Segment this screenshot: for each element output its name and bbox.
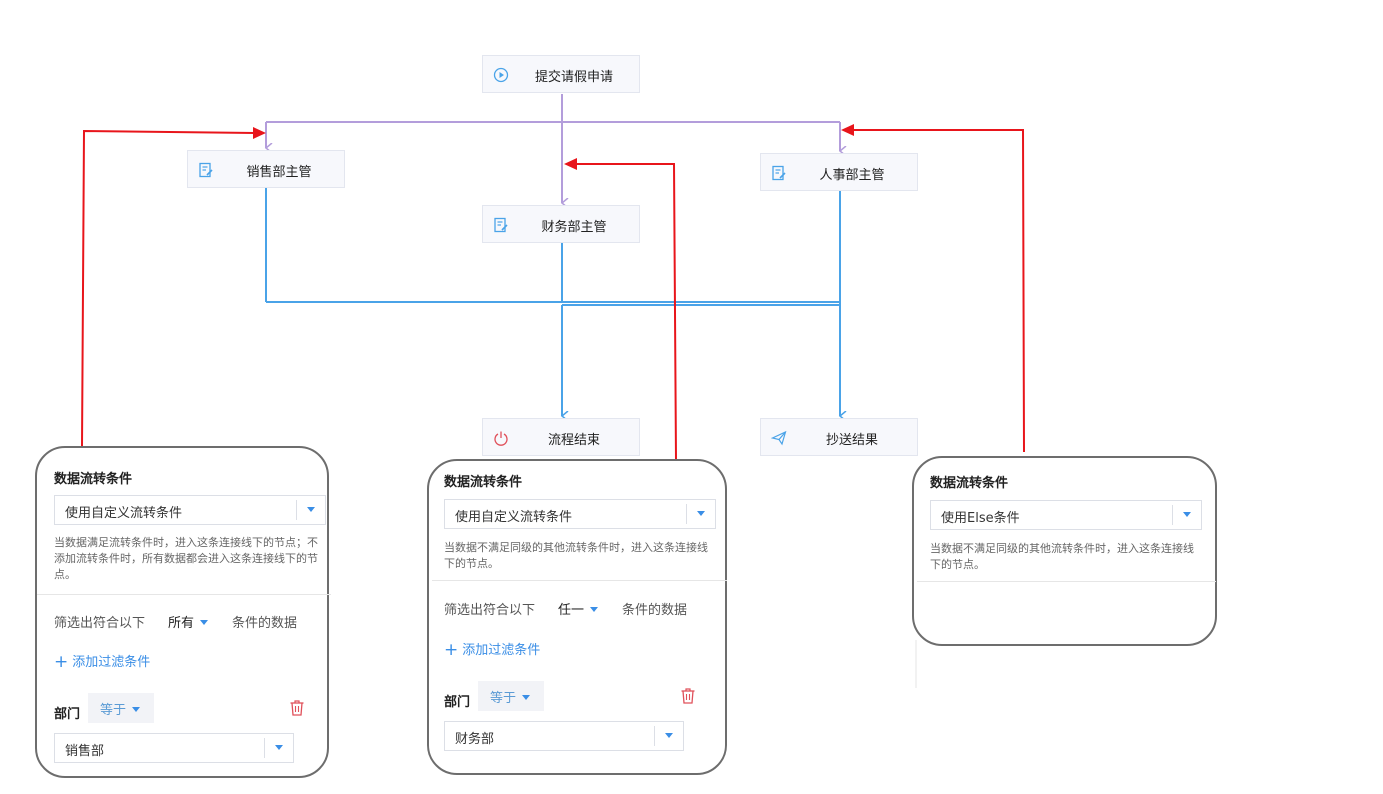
add-filter-label: 添加过滤条件 [72,655,151,670]
condition-mode-select[interactable]: 使用自定义流转条件 [54,495,326,525]
filter-suffix: 条件的数据 [232,616,298,631]
panel-description: 当数据不满足同级的其他流转条件时，进入这条连接线下的节点。 [444,541,708,570]
play-circle-icon [493,67,509,83]
flow-condition-panel-sales: 数据流转条件 使用自定义流转条件 当数据满足流转条件时，进入这条连接线下的节点；… [35,446,331,778]
flow-condition-panel-finance: 数据流转条件 使用自定义流转条件 当数据不满足同级的其他流转条件时，进入这条连接… [427,459,727,775]
condition-mode-value: 使用Else条件 [941,511,1020,526]
power-icon [494,431,508,446]
condition-mode-value: 使用自定义流转条件 [455,510,573,525]
condition-mode-select[interactable]: 使用Else条件 [930,500,1202,530]
filter-value-select[interactable]: 销售部 [54,733,294,763]
caret-down-icon [522,695,531,700]
panel-description: 当数据不满足同级的其他流转条件时，进入这条连接线下的节点。 [930,542,1194,571]
filter-suffix: 条件的数据 [622,603,688,618]
node-label: 人事部主管 [819,168,885,183]
flow-condition-panel-else: 数据流转条件 使用Else条件 当数据不满足同级的其他流转条件时，进入这条连接线… [912,456,1217,646]
annotation-arrows [81,129,1025,461]
chevron-down-icon [697,511,705,516]
node-submit-request[interactable]: 提交请假申请 [482,55,640,93]
plus-icon: + [444,640,459,660]
paper-plane-icon [771,430,787,446]
node-label: 财务部主管 [541,220,607,235]
form-icon [772,165,786,181]
node-label: 流程结束 [547,433,600,448]
operator-value: 等于 [100,703,127,718]
condition-mode-value: 使用自定义流转条件 [65,506,183,521]
dropdown-arrow [264,738,293,758]
filter-mode-value: 所有 [168,616,195,631]
trash-icon[interactable] [680,687,696,705]
panel-title: 数据流转条件 [444,475,523,490]
filter-prefix: 筛选出符合以下 [54,616,146,631]
panel-description: 当数据满足流转条件时，进入这条连接线下的节点；不添加流转条件时，所有数据都会进入… [54,536,318,581]
panel-title: 数据流转条件 [930,476,1009,491]
chevron-down-icon [1183,512,1191,517]
form-icon [494,217,508,233]
form-icon [199,162,213,178]
trash-icon[interactable] [289,699,305,717]
caret-down-icon [200,620,209,625]
add-filter-button[interactable]: +添加过滤条件 [444,639,540,660]
dropdown-arrow [296,500,325,520]
dropdown-arrow [1172,505,1201,525]
operator-select[interactable]: 等于 [478,681,544,711]
node-sales-manager[interactable]: 销售部主管 [187,150,345,188]
plus-icon: + [54,652,69,672]
dropdown-arrow [686,504,715,524]
caret-down-icon [132,707,141,712]
caret-down-icon [590,607,599,612]
filter-prefix: 筛选出符合以下 [444,603,536,618]
node-label: 抄送结果 [825,433,878,448]
dropdown-arrow [654,726,683,746]
filter-value: 销售部 [65,744,105,759]
branch-lines [266,94,840,203]
filter-value: 财务部 [455,732,495,747]
node-label: 提交请假申请 [534,70,613,85]
chevron-down-icon [665,733,673,738]
divider [432,580,727,581]
add-filter-button[interactable]: +添加过滤条件 [54,651,150,672]
operator-select[interactable]: 等于 [88,693,154,723]
filter-mode-select[interactable]: 所有 [168,612,209,631]
chevron-down-icon [275,745,283,750]
node-hr-manager[interactable]: 人事部主管 [760,153,918,191]
operator-value: 等于 [490,691,517,706]
merge-lines [265,188,840,416]
node-finance-manager[interactable]: 财务部主管 [482,205,640,243]
chevron-down-icon [307,507,315,512]
filter-value-select[interactable]: 财务部 [444,721,684,751]
add-filter-label: 添加过滤条件 [462,643,541,658]
node-label: 销售部主管 [246,165,312,180]
node-cc-result[interactable]: 抄送结果 [760,418,918,456]
panel-title: 数据流转条件 [54,472,133,487]
filter-mode-select[interactable]: 任一 [558,599,599,618]
condition-mode-select[interactable]: 使用自定义流转条件 [444,499,716,529]
node-process-end[interactable]: 流程结束 [482,418,640,456]
divider [917,581,1216,582]
divider [37,594,331,595]
filter-field-label: 部门 [444,695,471,710]
filter-field-label: 部门 [54,707,81,722]
filter-mode-value: 任一 [558,603,585,618]
